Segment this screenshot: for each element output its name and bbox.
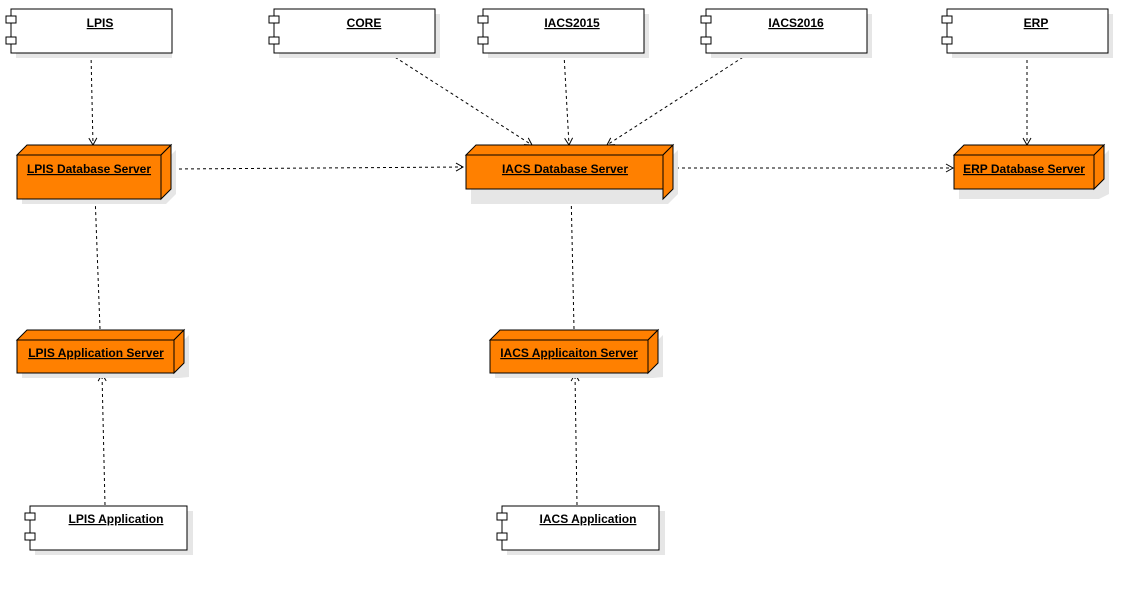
component-icon xyxy=(477,15,489,24)
arrow-lpis-db-iacs-db xyxy=(165,162,465,174)
node-erp-database-server[interactable]: ERP Database Server xyxy=(952,143,1109,199)
arrow-iacs-appserver-to-iacs-db xyxy=(566,188,576,330)
component-label: ERP xyxy=(1024,16,1049,30)
component-icon xyxy=(496,512,508,521)
arrow-lpis-to-lpis-db xyxy=(88,53,98,147)
node-label: ERP Database Server xyxy=(963,162,1085,176)
component-iacs2015[interactable]: IACS2015 xyxy=(477,8,649,58)
node-label: IACS Applicaiton Server xyxy=(500,346,638,360)
node-iacs-database-server[interactable]: IACS Database Server xyxy=(464,143,678,204)
component-label: LPIS xyxy=(87,16,114,30)
component-erp[interactable]: ERP xyxy=(941,8,1113,58)
component-icon xyxy=(24,512,36,521)
arrow-iacs2016-to-iacs-db xyxy=(606,53,749,146)
component-label: IACS Application xyxy=(540,512,637,526)
arrow-lpis-appserver-to-lpis-db xyxy=(90,192,101,330)
component-iacs-application[interactable]: IACS Application xyxy=(496,505,665,555)
component-icon xyxy=(268,15,280,24)
component-label: LPIS Application xyxy=(69,512,164,526)
component-icon xyxy=(5,15,17,24)
node-label: IACS Database Server xyxy=(502,162,628,176)
component-icon xyxy=(941,15,953,24)
component-label: IACS2015 xyxy=(544,16,600,30)
component-label: CORE xyxy=(347,16,382,30)
arrow-lpis-app-to-lpis-appserver xyxy=(97,372,107,506)
component-core[interactable]: CORE xyxy=(268,8,440,58)
component-lpis[interactable]: LPIS xyxy=(5,8,173,58)
node-iacs-application-server[interactable]: IACS Applicaiton Server xyxy=(488,328,663,378)
arrow-iacs-app-to-iacs-appserver xyxy=(570,372,580,506)
arrow-iacs2015-to-iacs-db xyxy=(563,53,574,147)
node-label: LPIS Database Server xyxy=(27,162,151,176)
node-label: LPIS Application Server xyxy=(28,346,164,360)
arrow-core-to-iacs-db xyxy=(389,53,533,146)
component-label: IACS2016 xyxy=(768,16,824,30)
node-lpis-database-server[interactable]: LPIS Database Server xyxy=(15,143,176,204)
dependency-arrows xyxy=(88,53,1032,506)
node-lpis-application-server[interactable]: LPIS Application Server xyxy=(15,328,189,378)
component-lpis-application[interactable]: LPIS Application xyxy=(24,505,193,555)
component-iacs2016[interactable]: IACS2016 xyxy=(700,8,872,58)
component-icon xyxy=(700,15,712,24)
